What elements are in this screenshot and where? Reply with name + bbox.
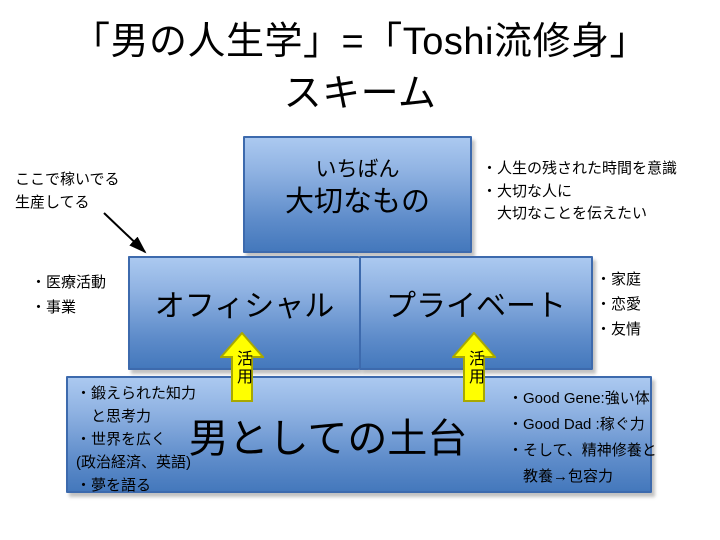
top-priority-title: 大切なもの [284, 185, 430, 218]
page-title-line-1: 「男の人生学」=「Toshi流修身」 [72, 21, 648, 63]
top-priority-subtitle: いちばん [315, 157, 400, 181]
private-box-label: プライベート [386, 290, 566, 323]
foundation-box-label: 男としての土台 [188, 416, 468, 461]
private-side-note: ・家庭 ・恋愛 ・友情 [596, 271, 642, 339]
up-arrow-private-label: 活用 [466, 350, 483, 386]
earn-note: ここで稼いでる 生産してる [15, 171, 120, 211]
page-title: 「男の人生学」=「Toshi流修身」 スキーム [0, 16, 720, 120]
page-title-line-2: スキーム [283, 73, 437, 115]
foundation-box: 男としての土台 ・鍛えられた知力 と思考力 ・世界を広く (政治経済、英語) ・… [66, 376, 657, 494]
official-side-note: ・医療活動 ・事業 [31, 274, 107, 316]
up-arrow-official [220, 332, 264, 402]
up-arrow-official-label: 活用 [234, 350, 251, 386]
foundation-right-notes: ・Good Gene:強い体 ・Good Dad :稼ぐ力 ・そして、精神修養と… [508, 390, 657, 485]
official-box-label: オフィシャル [154, 290, 335, 323]
foundation-left-notes: ・鍛えられた知力 と思考力 ・世界を広く (政治経済、英語) ・夢を語る [76, 385, 197, 494]
up-arrow-private [452, 332, 496, 402]
top-priority-box: いちばん 大切なもの [243, 136, 472, 253]
top-side-note: ・人生の残された時間を意識 ・大切な人に 大切なことを伝えたい [482, 160, 678, 222]
